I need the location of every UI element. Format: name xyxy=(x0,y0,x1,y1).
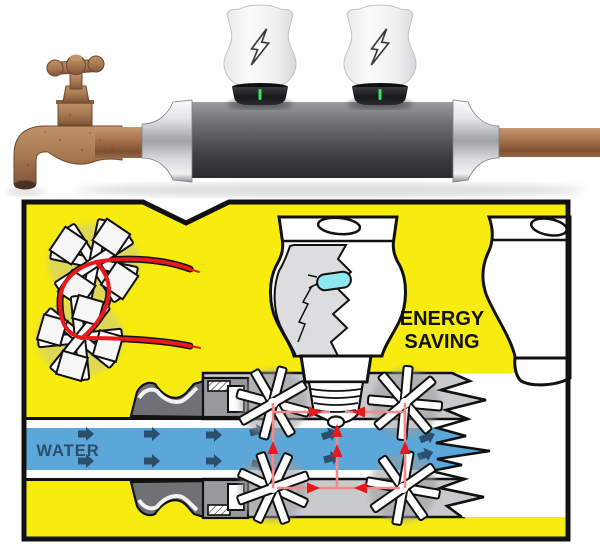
chrome-coupling-left xyxy=(141,99,193,183)
copper-pipe-left xyxy=(95,127,150,158)
bulb-collar xyxy=(299,354,373,384)
water-label: WATER xyxy=(36,442,99,460)
lightning-bolt-icon xyxy=(250,28,271,66)
lightning-bolt-icon xyxy=(370,28,391,66)
bulb-outline-right xyxy=(481,215,572,387)
generator-sketch xyxy=(35,217,201,383)
inlet-nozzle-bottom xyxy=(129,479,206,519)
torn-away-region xyxy=(431,373,566,517)
bulb-collar xyxy=(513,356,572,387)
coil-wire xyxy=(57,257,192,348)
inlet-nozzle-top xyxy=(129,379,206,419)
faucet-patina-speckles xyxy=(26,113,114,167)
bulb-module-1 xyxy=(223,4,297,109)
screw-tip-contact xyxy=(326,415,346,429)
bulb-module-2 xyxy=(343,4,417,109)
led-support-sketch xyxy=(297,285,313,343)
torn-edge xyxy=(430,371,491,519)
faucet-stem xyxy=(69,72,83,90)
led-element xyxy=(316,270,352,292)
water-channel xyxy=(26,428,490,470)
energy-saving-label: ENERGY SAVING xyxy=(400,308,485,353)
energy-saving-line1: ENERGY xyxy=(400,308,485,330)
bulb-cutaway xyxy=(269,215,407,429)
electric-circuit xyxy=(267,403,411,494)
faucet-handle xyxy=(46,54,105,77)
energy-saving-line2: SAVING xyxy=(404,331,479,353)
power-indicator-light xyxy=(378,89,382,100)
cutaway-callout: WATER xyxy=(21,199,572,542)
device-shadow xyxy=(75,183,585,197)
generator-cylinder xyxy=(186,102,462,178)
power-indicator-light xyxy=(258,89,262,100)
copper-pipe-right xyxy=(495,128,600,157)
bulb-crown-notch xyxy=(316,216,362,236)
chrome-coupling-right xyxy=(452,99,500,183)
faucet-bonnet xyxy=(57,101,93,126)
faucet xyxy=(13,54,150,190)
top-render xyxy=(6,4,600,197)
callout-border xyxy=(21,199,571,542)
faucet-spout-opening xyxy=(14,180,36,190)
